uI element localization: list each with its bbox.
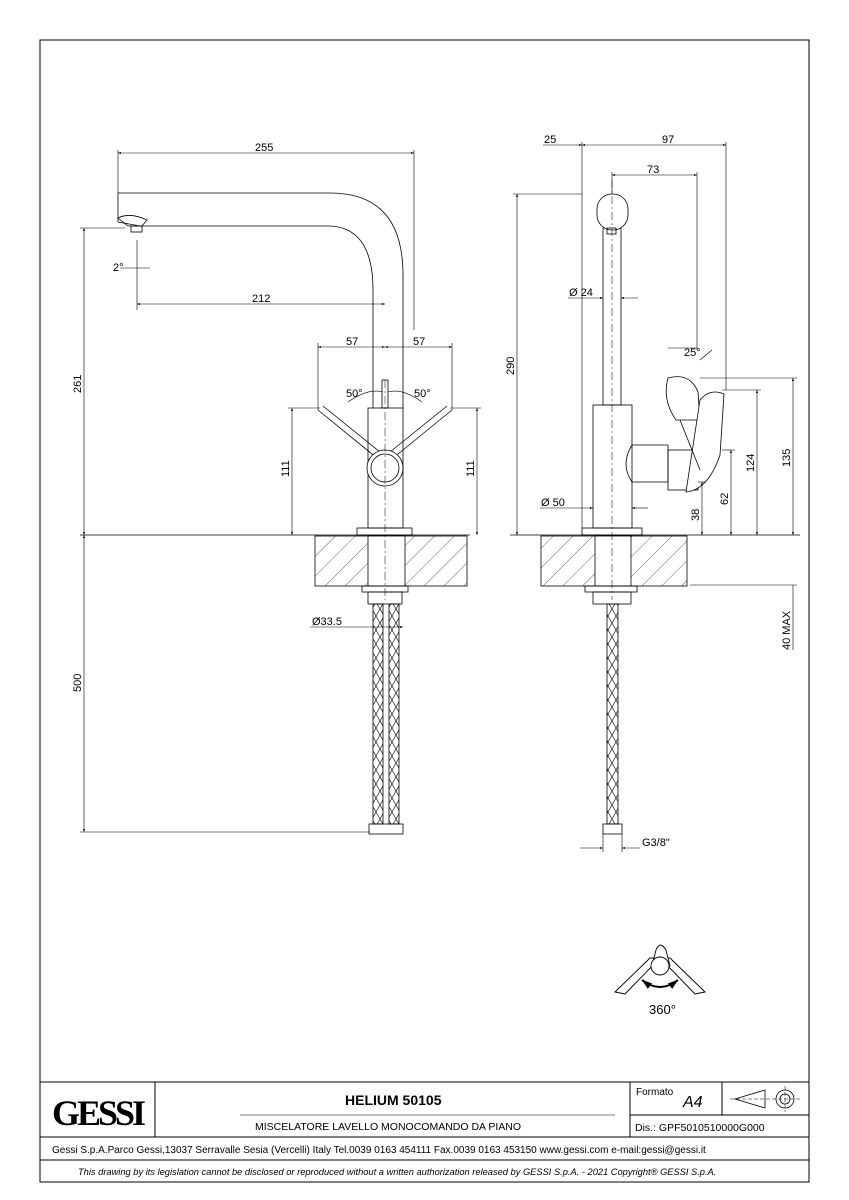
projection-symbol-icon bbox=[730, 1086, 800, 1112]
dim-lever-mid-height: 62 bbox=[719, 493, 731, 505]
company-address: Gessi S.p.A.Parco Gessi,13037 Serravalle… bbox=[52, 1145, 706, 1156]
dim-spout-depth: 73 bbox=[647, 164, 659, 176]
dim-lever-top-height: 135 bbox=[781, 449, 793, 467]
front-view bbox=[80, 192, 470, 835]
dim-column-diameter: Ø 24 bbox=[569, 287, 593, 299]
dim-body-height-left: 111 bbox=[280, 460, 292, 477]
gessi-logo: GESSI bbox=[52, 1093, 145, 1133]
side-dimensions bbox=[513, 142, 797, 852]
dim-hose-length: 500 bbox=[72, 674, 84, 692]
legal-notice: This drawing by its legislation cannot b… bbox=[78, 1167, 716, 1177]
format-label: Formato bbox=[636, 1087, 674, 1098]
dim-offset-back: 25 bbox=[544, 134, 556, 146]
front-dimensions bbox=[80, 150, 481, 833]
dim-total-height: 290 bbox=[505, 357, 517, 375]
dim-outlet-height: 261 bbox=[72, 375, 84, 393]
product-title: HELIUM 50105 bbox=[345, 1092, 442, 1108]
dim-depth-total: 97 bbox=[662, 134, 674, 146]
dim-aerator-reach: 212 bbox=[252, 293, 270, 305]
dim-spout-reach: 255 bbox=[255, 142, 273, 154]
dim-body-height-right: 111 bbox=[465, 460, 477, 477]
dim-connection-thread: G3/8" bbox=[642, 837, 670, 849]
dim-hose-diameter: Ø33.5 bbox=[312, 616, 342, 628]
dim-lever-right-angle: 50° bbox=[414, 388, 431, 400]
side-view bbox=[510, 180, 800, 835]
drawing-number: Dis.: GPF5010510000G000 bbox=[635, 1122, 765, 1134]
dim-max-deck-thickness: 40 MAX bbox=[781, 610, 793, 650]
dim-lever-left-offset: 57 bbox=[346, 336, 358, 348]
rotation-label: 360° bbox=[649, 1002, 676, 1017]
format-value: A4 bbox=[682, 1094, 703, 1111]
dim-spout-angle: 2° bbox=[113, 262, 124, 274]
side-dimension-labels: 25 97 73 Ø 24 25° 290 Ø 50 38 62 124 135… bbox=[505, 134, 793, 849]
sheet-border bbox=[39, 39, 810, 1183]
rotation-symbol bbox=[614, 944, 706, 995]
dim-lever-angle: 25° bbox=[684, 347, 701, 359]
product-description: MISCELATORE LAVELLO MONOCOMANDO DA PIANO bbox=[255, 1121, 521, 1133]
dim-body-diameter: Ø 50 bbox=[541, 497, 565, 509]
dim-lever-base-height: 38 bbox=[690, 509, 702, 521]
dim-lever-left-angle: 50° bbox=[346, 388, 363, 400]
front-dimension-labels: 255 212 2° 57 57 50° 50° 111 111 261 500… bbox=[72, 142, 477, 692]
dim-lever-height: 124 bbox=[745, 454, 757, 472]
title-block-frame bbox=[39, 1081, 810, 1183]
dim-lever-right-offset: 57 bbox=[413, 336, 425, 348]
